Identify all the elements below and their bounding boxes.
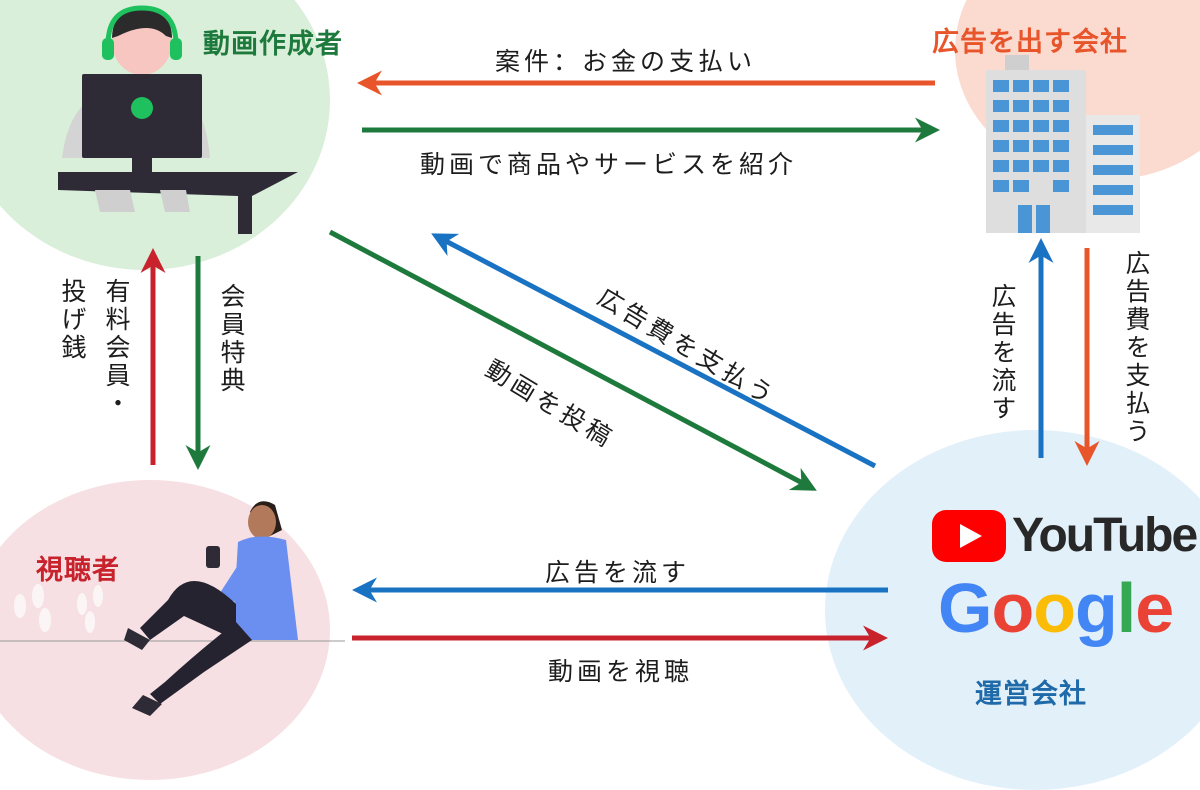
youtube-play-icon	[932, 509, 1006, 562]
google-letter: e	[1135, 569, 1174, 647]
pay-ad-fee-vertical-label: 広告費を支払う	[1122, 250, 1151, 446]
youtube-logo: YouTube	[932, 508, 1198, 563]
platform-title: 運営会社	[975, 679, 1087, 710]
arrow-pay-ad-fee-diagonal	[431, 233, 877, 469]
google-letter: o	[1033, 569, 1076, 647]
paid-membership-label-line2: 投げ銭	[58, 278, 87, 362]
flow-diagram	[0, 5, 1140, 716]
viewer-illustration	[0, 501, 345, 716]
member-perks-label: 会員特典	[217, 283, 246, 395]
google-letter: g	[1074, 569, 1118, 647]
watch-videos-label: 動画を視聴	[548, 657, 694, 686]
google-logo: Google	[938, 568, 1174, 648]
google-letter: o	[991, 569, 1034, 647]
creator-title: 動画作成者	[203, 29, 343, 60]
paid-membership-label-line1: 有料会員・	[102, 278, 131, 418]
office-building-icon	[986, 55, 1140, 233]
google-letter: G	[938, 569, 992, 647]
show-ads-vertical-label: 広告を流す	[988, 283, 1017, 423]
google-letter: l	[1116, 569, 1136, 647]
youtube-wordmark: YouTube	[1012, 509, 1198, 562]
creator-illustration	[58, 5, 298, 234]
arrow-post-videos	[328, 229, 817, 491]
show-ads-to-viewer-label: 広告を流す	[545, 558, 691, 587]
viewer-title: 視聴者	[36, 555, 120, 586]
advertiser-title: 広告を出す会社	[932, 27, 1128, 58]
introduce-products-label: 動画で商品やサービスを紹介	[420, 150, 798, 179]
pay-for-project-label: 案件：お金の支払い	[495, 47, 757, 76]
